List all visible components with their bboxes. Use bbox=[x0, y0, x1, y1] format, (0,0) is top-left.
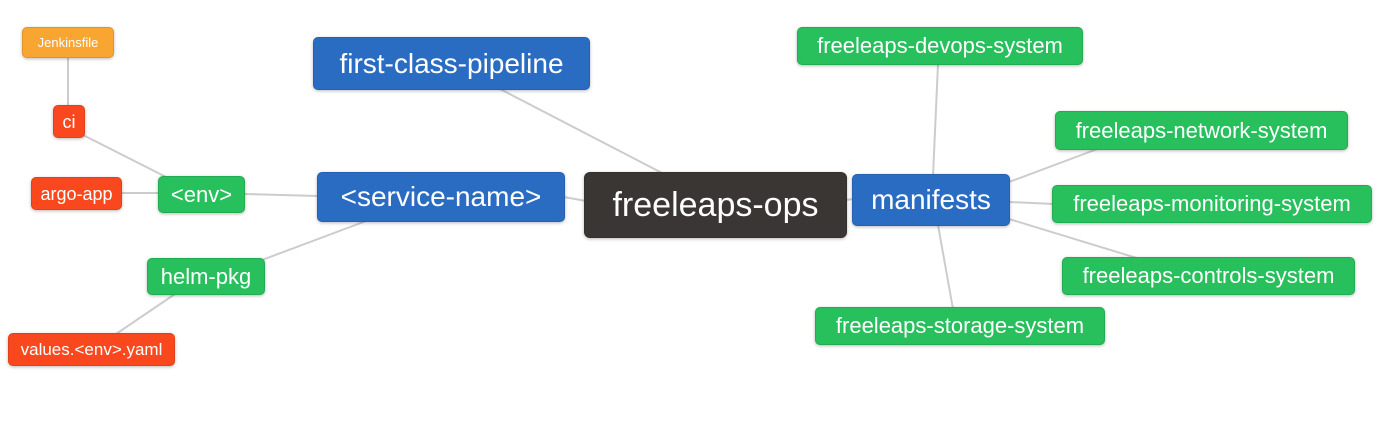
edge-service-name-to-helm-pkg bbox=[261, 220, 367, 261]
node-label: Jenkinsfile bbox=[37, 35, 99, 50]
node-label: first-class-pipeline bbox=[339, 47, 564, 79]
node-freeleaps-network-system[interactable]: freeleaps-network-system bbox=[1055, 111, 1348, 150]
node-ci[interactable]: ci bbox=[53, 105, 85, 138]
node-label: freeleaps-network-system bbox=[1075, 117, 1328, 143]
edge-ci-to-env bbox=[82, 134, 171, 180]
node-label: freeleaps-storage-system bbox=[835, 313, 1085, 338]
node-argo-app[interactable]: argo-app bbox=[31, 177, 122, 210]
edge-helm-pkg-to-values-env-yaml bbox=[115, 293, 176, 335]
node-helm-pkg[interactable]: helm-pkg bbox=[147, 258, 265, 295]
node-values-env-yaml[interactable]: values.<env>.yaml bbox=[8, 333, 175, 366]
node-label: ci bbox=[62, 111, 76, 132]
node-label: <service-name> bbox=[340, 181, 542, 212]
node-manifests[interactable]: manifests bbox=[852, 174, 1010, 226]
node-label: freeleaps-controls-system bbox=[1082, 263, 1335, 288]
node-service-name[interactable]: <service-name> bbox=[317, 172, 565, 222]
node-freeleaps-controls-system[interactable]: freeleaps-controls-system bbox=[1062, 257, 1355, 295]
node-label: freeleaps-devops-system bbox=[817, 33, 1063, 58]
node-label: helm-pkg bbox=[160, 263, 252, 289]
node-freeleaps-ops[interactable]: freeleaps-ops bbox=[584, 172, 847, 238]
edge-env-to-service-name bbox=[243, 193, 319, 197]
node-first-class-pipeline[interactable]: first-class-pipeline bbox=[313, 37, 590, 90]
edge-manifests-to-freeleaps-storage-system bbox=[937, 224, 954, 310]
edge-service-name-to-freeleaps-ops bbox=[563, 196, 587, 202]
node-label: <env> bbox=[170, 181, 233, 207]
node-env[interactable]: <env> bbox=[158, 176, 245, 213]
node-jenkinsfile[interactable]: Jenkinsfile bbox=[22, 27, 114, 58]
edge-freeleaps-devops-system-to-manifests bbox=[932, 63, 939, 177]
edge-manifests-to-freeleaps-monitoring-system bbox=[1008, 201, 1055, 205]
node-freeleaps-monitoring-system[interactable]: freeleaps-monitoring-system bbox=[1052, 185, 1372, 223]
node-label: values.<env>.yaml bbox=[20, 340, 163, 359]
node-label: manifests bbox=[871, 184, 991, 215]
node-freeleaps-storage-system[interactable]: freeleaps-storage-system bbox=[815, 307, 1105, 345]
node-label: argo-app bbox=[40, 183, 113, 204]
edge-manifests-to-freeleaps-network-system bbox=[1008, 147, 1101, 183]
edge-manifests-to-freeleaps-controls-system bbox=[1008, 218, 1141, 260]
node-label: freeleaps-ops bbox=[612, 186, 819, 224]
node-freeleaps-devops-system[interactable]: freeleaps-devops-system bbox=[797, 27, 1083, 65]
edge-first-class-pipeline-to-freeleaps-ops bbox=[499, 88, 663, 174]
node-label: freeleaps-monitoring-system bbox=[1073, 191, 1351, 216]
